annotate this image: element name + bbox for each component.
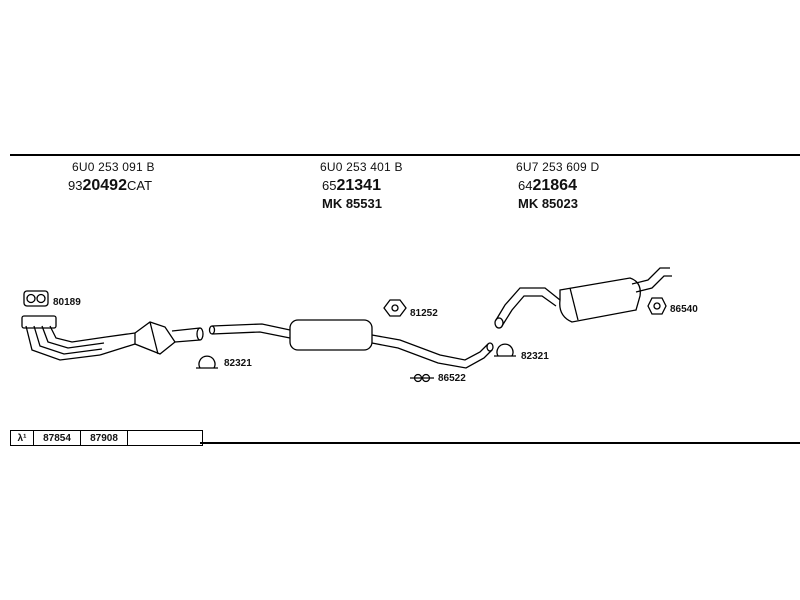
rubber-hanger-icon bbox=[383, 299, 407, 317]
part-prefix: 93 bbox=[68, 178, 83, 193]
part-prefix: 64 bbox=[518, 178, 533, 193]
clamp-ring-icon bbox=[410, 373, 434, 383]
part-suffix: CAT bbox=[126, 178, 153, 193]
reference-table: λ¹ 87854 87908 bbox=[10, 430, 203, 446]
mk-number-col2: MK 85531 bbox=[322, 196, 382, 211]
callout-gasket-front: 80189 bbox=[53, 297, 81, 308]
part-number-col1: 9320492CAT bbox=[68, 177, 152, 195]
oem-number-col2: 6U0 253 401 B bbox=[320, 160, 403, 174]
part-main-number: 20492 bbox=[82, 177, 127, 194]
rear-silencer bbox=[494, 267, 672, 329]
callout-clamp-2: 86522 bbox=[438, 373, 466, 384]
callout-hanger-1: 81252 bbox=[410, 308, 438, 319]
callout-clamp-1: 82321 bbox=[224, 358, 252, 369]
oem-number-col3: 6U7 253 609 D bbox=[516, 160, 600, 174]
rubber-hanger-icon bbox=[647, 297, 667, 315]
gasket-icon bbox=[23, 290, 49, 307]
part-main-number: 21341 bbox=[336, 177, 381, 194]
table-cell: 87854 bbox=[34, 431, 81, 445]
clamp-icon bbox=[196, 355, 218, 369]
table-cell: 87908 bbox=[81, 431, 128, 445]
oem-number-col1: 6U0 253 091 B bbox=[72, 160, 155, 174]
front-pipe-catalytic-converter bbox=[21, 315, 204, 361]
clamp-icon bbox=[494, 343, 516, 357]
part-number-col2: 6521341 bbox=[322, 177, 381, 195]
part-prefix: 65 bbox=[322, 178, 337, 193]
part-number-col3: 6421864 bbox=[518, 177, 577, 195]
center-silencer bbox=[208, 319, 494, 369]
callout-clamp-3: 82321 bbox=[521, 351, 549, 362]
mk-number-col3: MK 85023 bbox=[518, 196, 578, 211]
callout-hanger-2: 86540 bbox=[670, 304, 698, 315]
table-cell bbox=[128, 431, 202, 445]
lambda-cell: λ¹ bbox=[11, 431, 34, 445]
part-main-number: 21864 bbox=[532, 177, 577, 194]
